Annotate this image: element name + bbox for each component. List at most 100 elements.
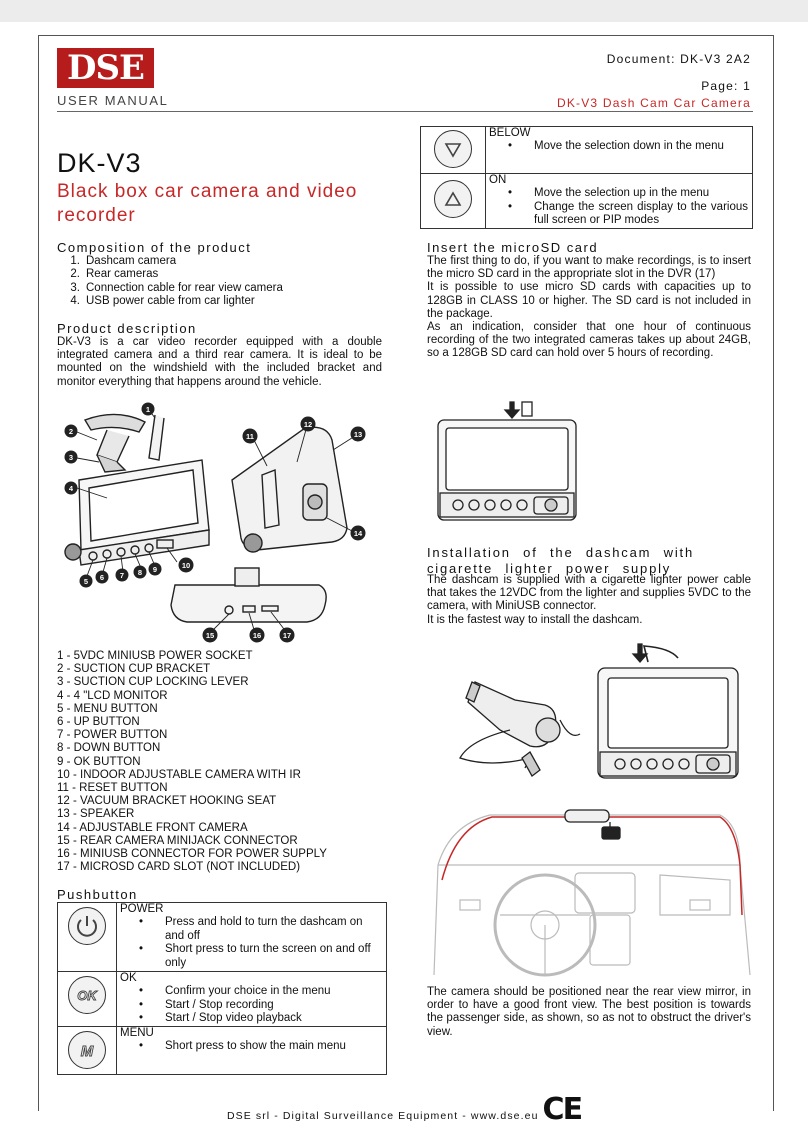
callout-label: 3 bbox=[69, 453, 73, 462]
footer: DSE srl - Digital Surveillance Equipment… bbox=[0, 1092, 808, 1127]
list-item: 2.Rear cameras bbox=[70, 268, 159, 281]
product-line: DK-V3 Dash Cam Car Camera bbox=[556, 96, 751, 110]
list-item: 4.USB power cable from car lighter bbox=[70, 295, 255, 308]
callout-marker bbox=[95, 570, 109, 584]
list-item: 9 - OK BUTTON bbox=[57, 755, 141, 768]
table-row: ON Move the selection up in the menu Cha… bbox=[420, 173, 753, 229]
list-item: 1.Dashcam camera bbox=[70, 255, 177, 267]
callout-marker bbox=[141, 402, 155, 416]
svg-text:OK: OK bbox=[77, 988, 98, 1003]
list-item: 3 - SUCTION CUP LOCKING LEVER bbox=[57, 676, 249, 689]
callout-label: 14 bbox=[354, 529, 363, 538]
callout-marker bbox=[64, 424, 78, 438]
callout-marker bbox=[64, 481, 78, 495]
user-manual-label: USER MANUAL bbox=[57, 93, 169, 108]
dse-logo: DSE bbox=[57, 48, 154, 88]
table-row: POWER Press and hold to turn the dashcam… bbox=[57, 902, 387, 972]
callout-marker bbox=[300, 416, 316, 432]
callout-marker bbox=[249, 627, 265, 643]
paragraph: The dashcam is supplied with a cigarette… bbox=[427, 574, 751, 613]
callout-marker bbox=[202, 627, 218, 643]
cigarette-lighter-diagram bbox=[459, 643, 739, 779]
down-arrow-icon bbox=[434, 130, 472, 168]
header-divider bbox=[57, 111, 753, 112]
list-item: Start / Stop video playback bbox=[117, 1012, 386, 1026]
list-item: Change the screen display to the various… bbox=[486, 201, 752, 228]
description-heading: Product description bbox=[57, 321, 197, 336]
callout-marker bbox=[178, 557, 194, 573]
list-item: Move the selection up in the menu bbox=[486, 187, 752, 201]
page-subtitle: Black box car camera and video recorder bbox=[57, 181, 358, 226]
table-row: M MENU Short press to show the main menu bbox=[57, 1025, 387, 1075]
power-icon bbox=[68, 907, 106, 945]
list-item: Short press to turn the screen on and of… bbox=[117, 943, 386, 970]
list-item: Move the selection down in the menu bbox=[486, 140, 752, 154]
list-item: 17 - MICROSD CARD SLOT (NOT INCLUDED) bbox=[57, 861, 301, 874]
list-item: 1 - 5VDC MINIUSB POWER SOCKET bbox=[57, 650, 253, 662]
callout-label: 12 bbox=[304, 420, 312, 429]
list-item: 7 - POWER BUTTON bbox=[57, 729, 168, 742]
callout-label: 7 bbox=[120, 571, 124, 580]
installation-heading: Installation of the dashcam with cigaret… bbox=[427, 545, 694, 576]
car-interior-diagram bbox=[433, 809, 751, 977]
list-item: 3.Connection cable for rear view camera bbox=[70, 281, 283, 294]
pushbutton-heading: Pushbutton bbox=[57, 887, 138, 902]
installation-text: The dashcam is supplied with a cigarette… bbox=[427, 574, 751, 627]
callout-marker bbox=[64, 450, 78, 464]
list-item: 15 - REAR CAMERA MINIJACK CONNECTOR bbox=[57, 834, 298, 847]
list-item: Confirm your choice in the menu bbox=[117, 985, 386, 999]
list-item: 13 - SPEAKER bbox=[57, 808, 135, 821]
callout-label: 11 bbox=[246, 432, 254, 441]
page-number: Page: 1 bbox=[701, 79, 751, 93]
up-arrow-icon bbox=[434, 180, 472, 218]
callout-marker bbox=[148, 562, 162, 576]
position-text: The camera should be positioned near the… bbox=[427, 986, 751, 1038]
dashcam-parts-diagram: 1 2 3 4 5 6 7 8 9 10 11 12 13 14 15 16 1… bbox=[64, 402, 366, 643]
list-item: 12 - VACUUM BRACKET HOOKING SEAT bbox=[57, 795, 277, 808]
ok-icon: OK bbox=[68, 976, 106, 1014]
list-item: Short press to show the main menu bbox=[117, 1040, 386, 1054]
composition-list: 1.Dashcam camera 2.Rear cameras 3.Connec… bbox=[62, 255, 382, 309]
callout-marker bbox=[79, 574, 93, 588]
paragraph: As an indication, consider that one hour… bbox=[427, 321, 751, 360]
callout-label: 13 bbox=[354, 430, 362, 439]
paragraph: It is possible to use micro SD cards wit… bbox=[427, 281, 751, 320]
callout-marker bbox=[242, 428, 258, 444]
callout-label: 5 bbox=[84, 577, 88, 586]
table-row: BELOW Move the selection down in the men… bbox=[420, 126, 753, 174]
nav-buttons-table: BELOW Move the selection down in the men… bbox=[420, 126, 753, 229]
button-name: MENU bbox=[120, 1026, 154, 1039]
callout-label: 17 bbox=[283, 631, 291, 640]
page-frame bbox=[38, 35, 774, 1111]
callout-label: 16 bbox=[253, 631, 261, 640]
callout-label: 2 bbox=[69, 427, 73, 436]
page-title: DK-V3 bbox=[57, 148, 142, 178]
list-item: Press and hold to turn the dashcam on an… bbox=[117, 916, 386, 943]
document-code: Document: DK-V3 2A2 bbox=[606, 52, 751, 66]
footer-text: DSE srl - Digital Surveillance Equipment… bbox=[226, 1110, 539, 1122]
menu-icon: M bbox=[68, 1030, 106, 1069]
callout-marker bbox=[350, 525, 366, 541]
callout-marker bbox=[279, 627, 295, 643]
viewer-top-bar bbox=[0, 0, 808, 22]
sd-card-diagram bbox=[437, 401, 577, 521]
callout-label: 10 bbox=[182, 561, 190, 570]
callout-marker bbox=[133, 565, 147, 579]
button-name: ON bbox=[489, 174, 507, 186]
list-item: Start / Stop recording bbox=[117, 999, 386, 1013]
description-text: DK-V3 is a car video recorder equipped w… bbox=[57, 336, 382, 388]
callout-label: 1 bbox=[146, 405, 150, 414]
button-name: POWER bbox=[120, 903, 164, 915]
list-item: 5 - MENU BUTTON bbox=[57, 702, 158, 715]
list-item: 8 - DOWN BUTTON bbox=[57, 742, 161, 755]
callout-label: 9 bbox=[153, 565, 157, 574]
button-name: OK bbox=[120, 972, 137, 984]
callout-label: 15 bbox=[206, 631, 214, 640]
list-item: 14 - ADJUSTABLE FRONT CAMERA bbox=[57, 821, 248, 834]
svg-text:M: M bbox=[81, 1043, 94, 1060]
list-item: 10 - INDOOR ADJUSTABLE CAMERA WITH IR bbox=[57, 768, 301, 781]
microsd-text: The first thing to do, if you want to ma… bbox=[427, 255, 751, 361]
callout-label: 6 bbox=[100, 573, 104, 582]
composition-heading: Composition of the product bbox=[57, 240, 252, 255]
callout-marker bbox=[115, 568, 129, 582]
